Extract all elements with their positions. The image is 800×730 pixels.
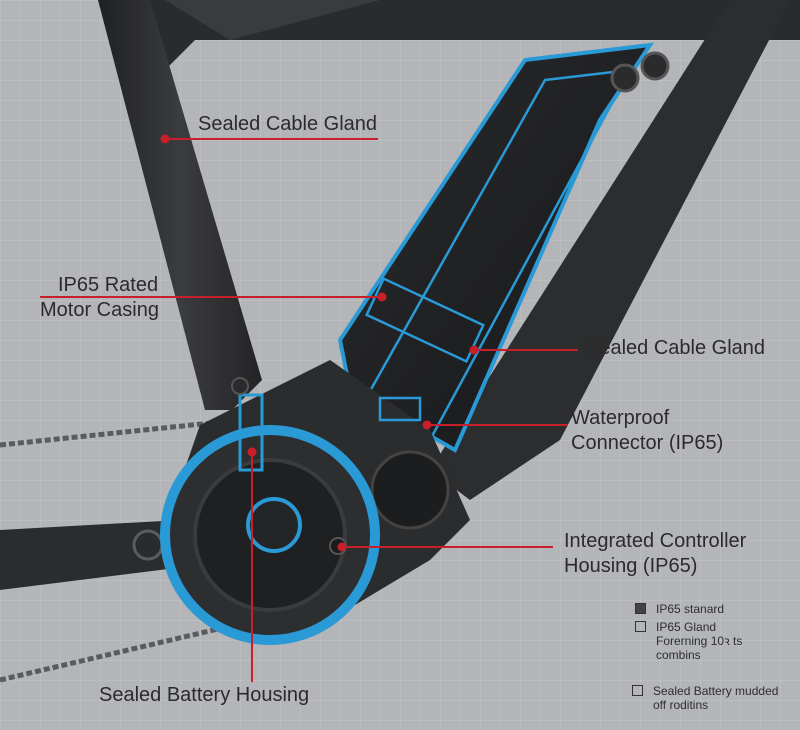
- leader-top-gland-dot: [160, 134, 170, 144]
- callout-connector-line1: Waterproof: [571, 407, 670, 429]
- callout-motor-casing-line1: IP65 Rated: [58, 274, 159, 296]
- seat-tube: [98, 0, 262, 410]
- top-tube-inner: [165, 0, 380, 40]
- leader-lines: [40, 134, 578, 682]
- leader-battery-housing-dot: [247, 447, 257, 457]
- legend-swatch-empty: [635, 621, 646, 632]
- seat-gland-bolt: [231, 377, 249, 395]
- chain-lower: [0, 622, 236, 683]
- chainstay-pivot: [132, 529, 164, 561]
- mount-bolt-2: [640, 51, 670, 81]
- callout-connector-line2: Connector (IP65): [571, 432, 724, 454]
- connector-block: [378, 396, 422, 422]
- down-tube: [430, 0, 790, 500]
- leader-right-gland-dot: [469, 345, 479, 355]
- callout-top-cable-gland: Sealed Cable Gland: [198, 113, 378, 135]
- motor-axle-seal: [246, 497, 302, 553]
- legend-item-ip65-standard: IP65 stanard: [635, 602, 724, 616]
- leader-connector-dot: [422, 420, 432, 430]
- mount-bolt-1: [610, 63, 640, 93]
- callout-battery-housing: Sealed Battery Housing: [99, 684, 310, 706]
- leader-motor-casing-dot: [377, 292, 387, 302]
- legend-item-ip65-gland: IP65 Gland Forerning 10ꝛ ts combins: [635, 620, 742, 662]
- chain-upper: [0, 417, 241, 448]
- legend-swatch-filled: [635, 603, 646, 614]
- legend-text: IP65 Gland Forerning 10ꝛ ts combins: [656, 620, 743, 662]
- controller-port: [370, 450, 450, 530]
- legend-text: Sealed Battery mudded off roditins: [653, 684, 779, 712]
- callout-right-cable-gland: Sealed Cable Gland: [586, 337, 766, 359]
- legend-text: IP65 stanard: [656, 602, 725, 616]
- legend-item-sealed-battery: Sealed Battery mudded off roditins: [632, 684, 778, 712]
- legend-swatch-empty: [632, 685, 643, 696]
- callout-controller-line1: Integrated Controller: [564, 530, 747, 552]
- battery-pack: [337, 42, 655, 453]
- callout-controller-line2: Housing (IP65): [564, 555, 698, 577]
- leader-controller-dot: [337, 542, 347, 552]
- callout-motor-casing-line2: Motor Casing: [40, 299, 159, 321]
